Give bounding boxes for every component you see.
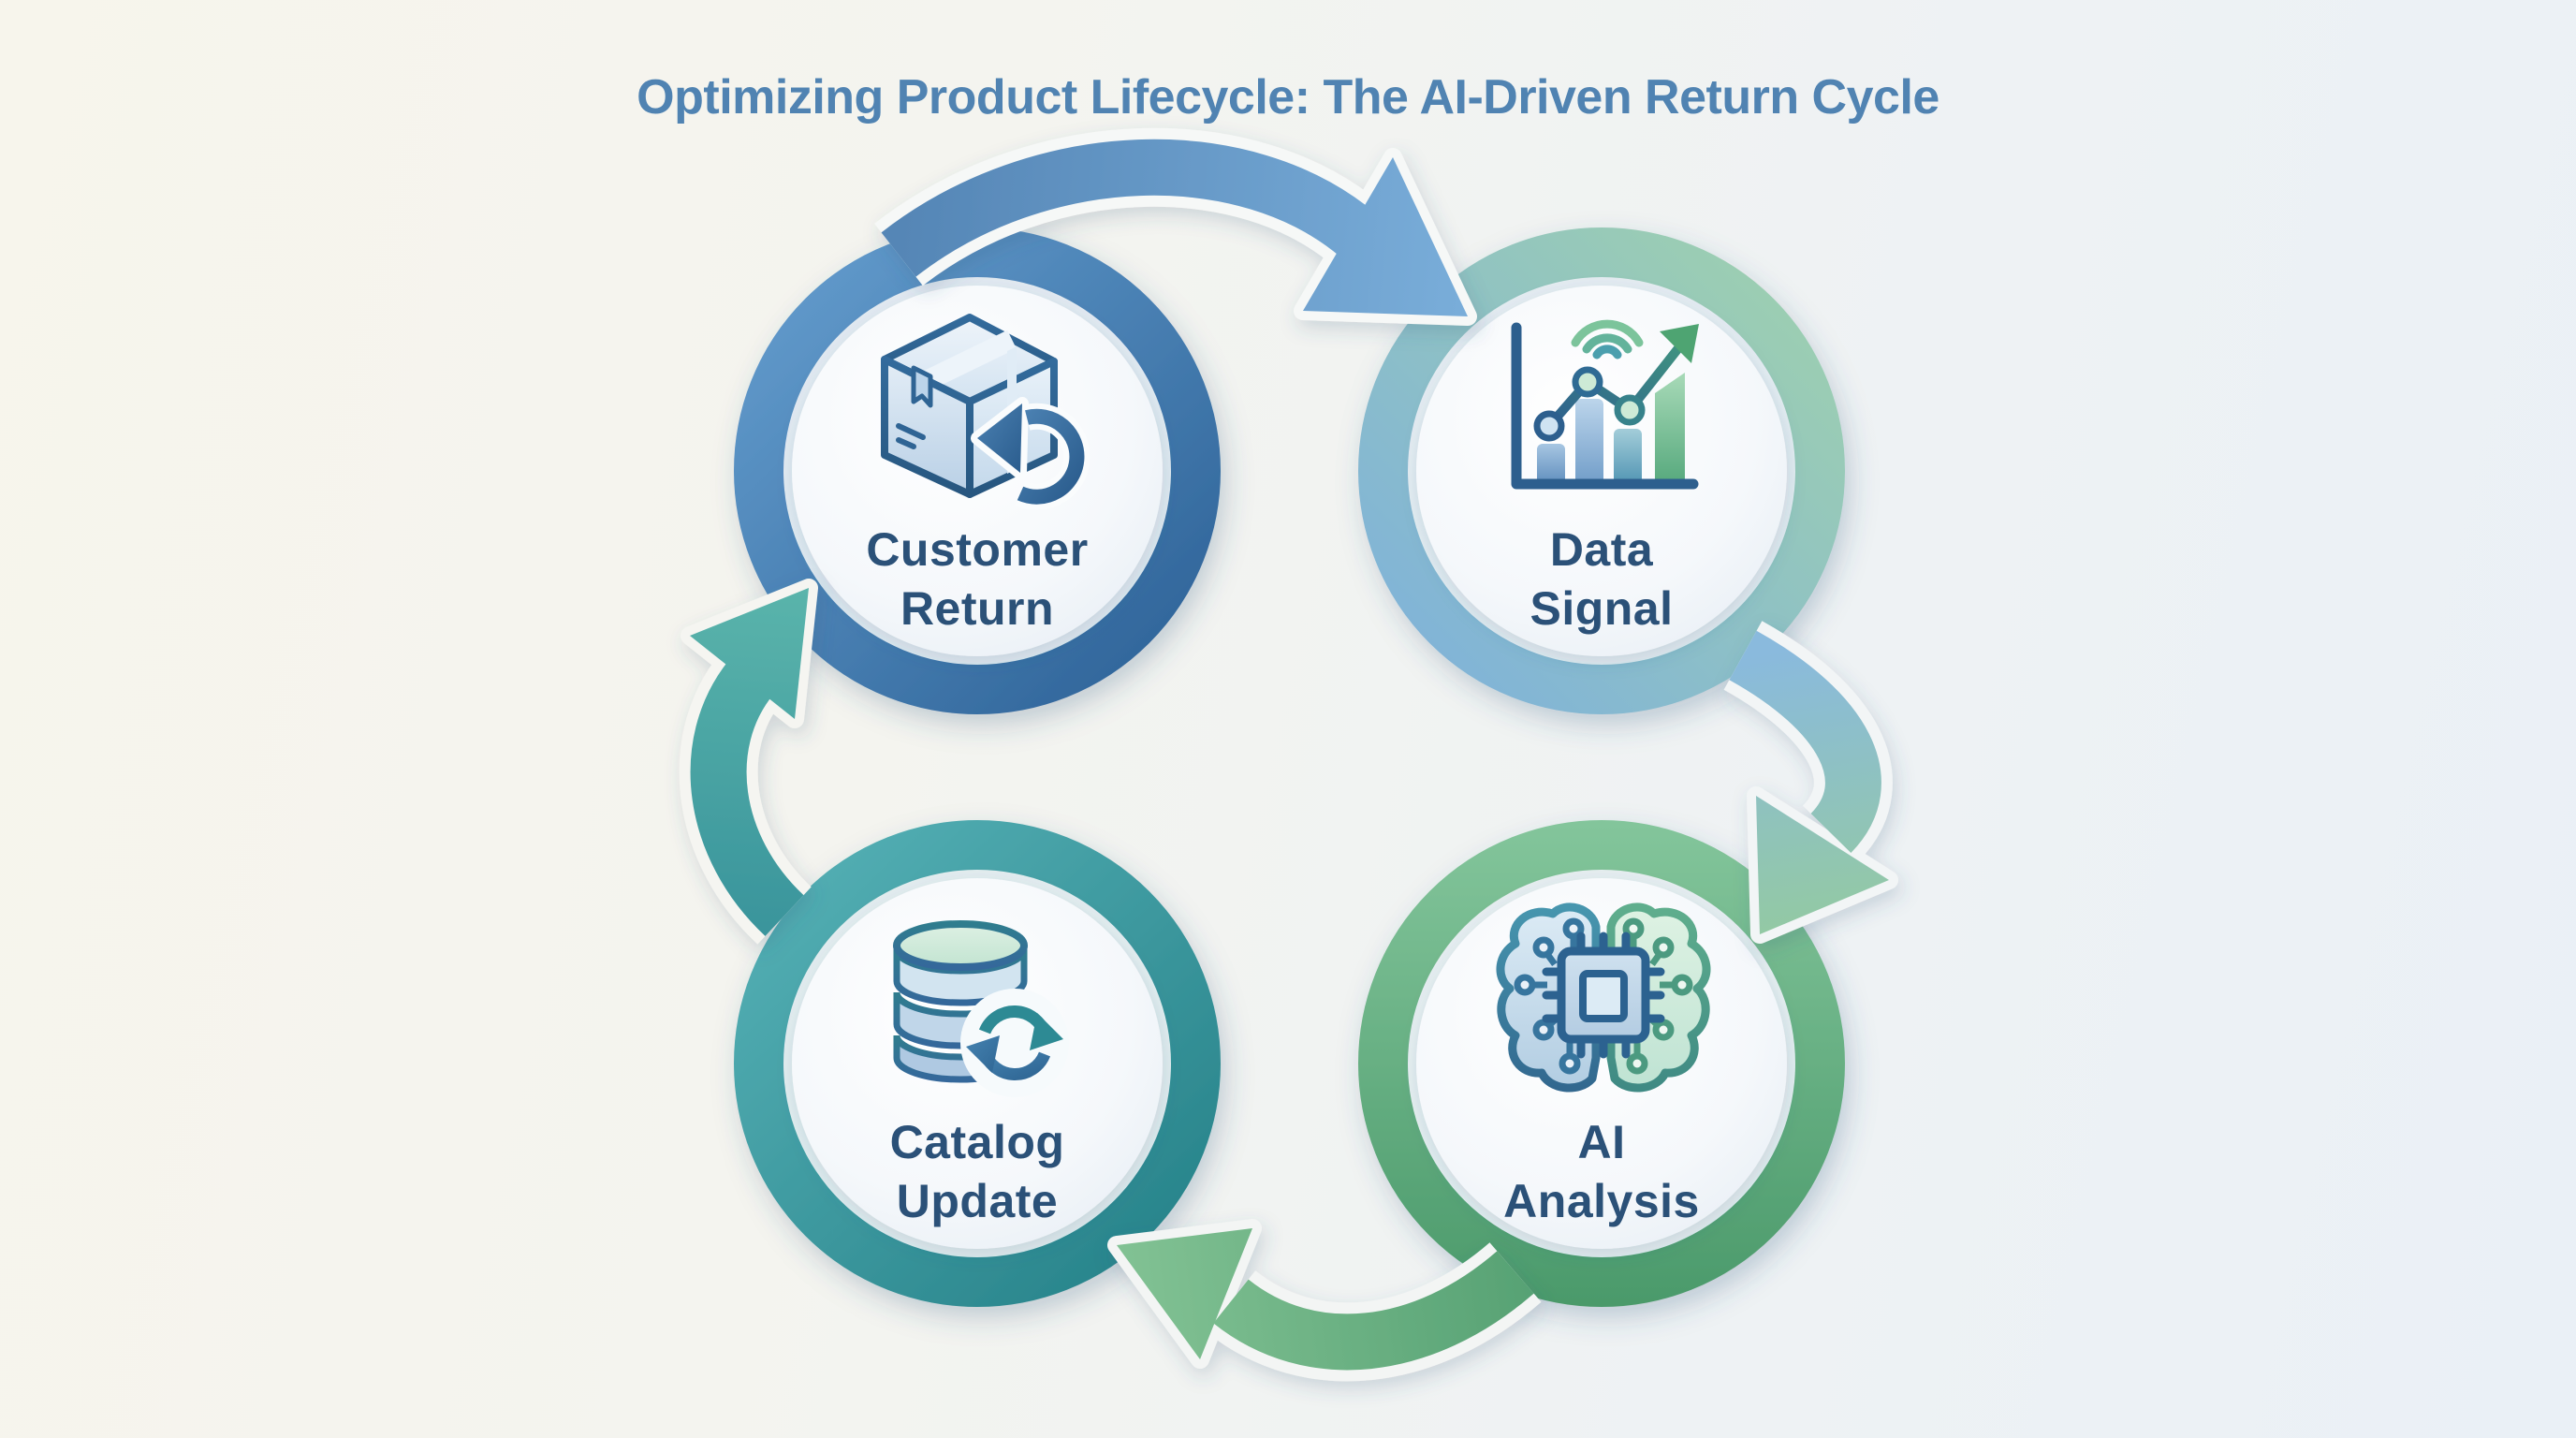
page-title: Optimizing Product Lifecycle: The AI-Dri… [637, 70, 1939, 125]
arrow-head [1117, 1228, 1252, 1359]
node-catalog-update [734, 820, 1221, 1307]
node-ai-analysis [1358, 820, 1845, 1307]
label-line: AI [1577, 1116, 1626, 1168]
catalog-update-ring [734, 820, 1221, 1307]
chart-axes [1511, 322, 1699, 490]
chart-bar-green [1655, 373, 1685, 486]
trend-point [1614, 394, 1646, 426]
arrow-head [690, 588, 809, 719]
db-top [893, 920, 1028, 971]
chip-core [1579, 970, 1628, 1022]
data-signal-label: Data Signal [1530, 521, 1673, 638]
catalog-update-label: Catalog Update [890, 1113, 1065, 1231]
refresh-arrow-head [966, 1035, 1000, 1073]
return-arrow-arc [1017, 408, 1085, 505]
brain-chip-icon [1496, 902, 1711, 1093]
trend-point [1533, 410, 1565, 442]
label-line: Signal [1530, 582, 1674, 635]
return-arrow-head [977, 404, 1022, 473]
trend-line [1544, 344, 1683, 431]
arrow-customer-to-data [874, 127, 1477, 326]
arrow-head [1303, 157, 1468, 316]
database-refresh-icon [893, 920, 1069, 1097]
chart-bar [1537, 444, 1565, 486]
arrow-data-to-ai [1723, 621, 1898, 944]
refresh-halo [960, 989, 1069, 1097]
label-line: Return [900, 582, 1055, 635]
box-label-line [896, 423, 926, 440]
refresh-icon [960, 989, 1069, 1097]
arrow-head [1756, 796, 1889, 934]
ai-analysis-ring [1358, 820, 1845, 1307]
node-data-signal [1358, 227, 1845, 714]
customer-return-label: Customer Return [866, 521, 1088, 638]
trend-arrow-head [1660, 324, 1699, 363]
trend-point [1572, 366, 1603, 398]
box-label-tab [911, 365, 933, 408]
label-line: Catalog [889, 1116, 1065, 1168]
chart-bar [1614, 429, 1642, 486]
box-label-line [896, 437, 916, 449]
refresh-arrow-head [1030, 1013, 1063, 1050]
customer-return-ring [734, 227, 1221, 714]
chart-signal-icon [1511, 319, 1699, 490]
label-line: Customer [866, 523, 1089, 576]
box-tape-stripe [922, 330, 1017, 390]
label-line: Analysis [1503, 1175, 1700, 1227]
wifi-signal-icon [1571, 319, 1644, 360]
ai-analysis-label: AI Analysis [1503, 1113, 1700, 1231]
arrow-catalog-to-customer [679, 579, 818, 945]
package-return-icon [881, 314, 1090, 510]
data-signal-ring [1358, 227, 1845, 714]
arrow-ai-to-catalog [1107, 1219, 1542, 1382]
node-customer-return [734, 227, 1221, 714]
label-line: Update [896, 1175, 1059, 1227]
label-line: Data [1549, 523, 1654, 576]
chart-bar [1575, 399, 1603, 486]
